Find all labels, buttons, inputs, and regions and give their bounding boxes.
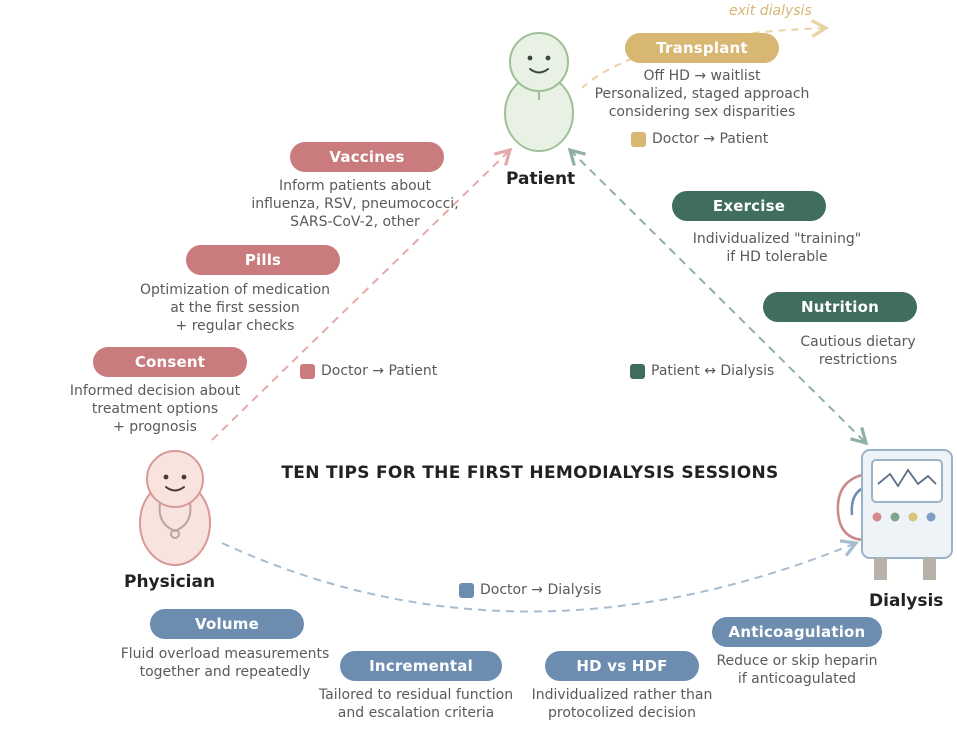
legend-doctor-dialysis-swatch xyxy=(459,582,474,598)
tip-transplant-pill: Transplant xyxy=(625,33,779,63)
tip-consent-desc: Informed decision about treatment option… xyxy=(69,383,241,435)
tip-volume-desc: Fluid overload measurements together and… xyxy=(120,646,330,680)
physician-figure xyxy=(139,450,211,566)
arrow-exit-dialysis xyxy=(581,19,830,89)
dialysis-label: Dialysis xyxy=(869,591,944,611)
tip-anticoagulation-pill: Anticoagulation xyxy=(712,617,882,647)
tip-incremental-desc: Tailored to residual function and escala… xyxy=(318,687,514,721)
legend-doctor-dialysis: Doctor → Dialysis xyxy=(459,582,601,598)
legend-doctor-patient: Doctor → Patient xyxy=(300,363,437,379)
legend-transplant-swatch xyxy=(631,131,646,147)
tip-incremental-pill: Incremental xyxy=(340,651,502,681)
legend-patient-dialysis-swatch xyxy=(630,363,645,379)
legend-transplant: Doctor → Patient xyxy=(631,131,768,147)
tip-nutrition-pill: Nutrition xyxy=(763,292,917,322)
physician-label: Physician xyxy=(124,572,216,592)
tip-hdvshdf-pill: HD vs HDF xyxy=(545,651,699,681)
tip-exercise-desc: Individualized "training" if HD tolerabl… xyxy=(692,231,862,265)
tip-volume-pill: Volume xyxy=(150,609,304,639)
tip-vaccines-pill: Vaccines xyxy=(290,142,444,172)
dialysis-machine xyxy=(836,449,953,580)
tip-exercise-pill: Exercise xyxy=(672,191,826,221)
legend-patient-dialysis: Patient ↔ Dialysis xyxy=(630,363,774,379)
tip-consent-pill: Consent xyxy=(93,347,247,377)
tip-vaccines-desc: Inform patients about influenza, RSV, pn… xyxy=(251,178,459,230)
patient-figure xyxy=(504,32,574,152)
tip-hdvshdf-desc: Individualized rather than protocolized … xyxy=(531,687,713,721)
tip-anticoagulation-desc: Reduce or skip heparin if anticoagulated xyxy=(716,653,878,687)
arrow-doctor-dialysis xyxy=(221,539,859,613)
diagram-title: TEN TIPS FOR THE FIRST HEMODIALYSIS SESS… xyxy=(281,463,779,483)
patient-label: Patient xyxy=(506,169,576,189)
tip-pills-pill: Pills xyxy=(186,245,340,275)
tip-nutrition-desc: Cautious dietary restrictions xyxy=(800,334,916,368)
tip-transplant-desc: Off HD → waitlist Personalized, staged a… xyxy=(594,68,810,120)
exit-dialysis-label: exit dialysis xyxy=(729,3,812,19)
tip-pills-desc: Optimization of medication at the first … xyxy=(139,282,331,334)
legend-doctor-patient-swatch xyxy=(300,363,315,379)
